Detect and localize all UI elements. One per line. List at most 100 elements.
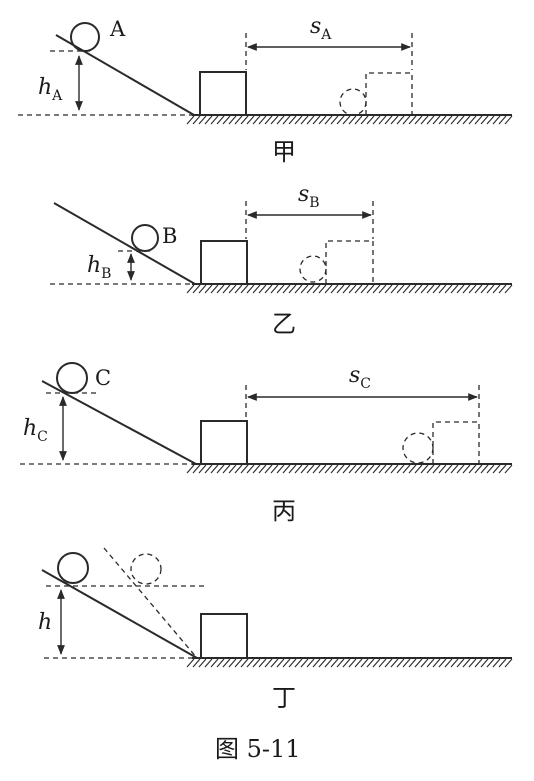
hatch-mark (402, 658, 411, 668)
hatch-mark (198, 284, 207, 294)
hatch-mark (432, 658, 441, 668)
block (200, 240, 248, 285)
hatch-mark (288, 115, 297, 125)
hatch-mark (270, 464, 279, 474)
hatch-mark (402, 115, 411, 125)
hatch-mark (480, 115, 489, 125)
hatch-mark (408, 658, 417, 668)
hatch-mark (318, 658, 327, 668)
hatch-mark (204, 284, 213, 294)
hatch-mark (486, 284, 495, 294)
distance-label-a: sA (310, 14, 332, 43)
hatch-mark (390, 115, 399, 125)
hatch-mark (216, 464, 225, 474)
hatch-mark (306, 284, 315, 294)
hatch-mark (366, 464, 375, 474)
hatch-mark (456, 115, 465, 125)
block (199, 71, 247, 116)
hatch-mark (372, 284, 381, 294)
hatch-mark (414, 284, 423, 294)
hatch-mark (234, 464, 243, 474)
hatch-mark (300, 658, 309, 668)
hatch-mark (210, 284, 219, 294)
hatch-mark (258, 115, 267, 125)
hatch-mark (318, 464, 327, 474)
hatch-mark (240, 284, 249, 294)
hatch-mark (360, 284, 369, 294)
hatch-mark (264, 464, 273, 474)
hatch-mark (438, 658, 447, 668)
hatch-mark (192, 464, 201, 474)
hatch-mark (504, 115, 513, 125)
hatch-mark (342, 464, 351, 474)
hatch-mark (336, 115, 345, 125)
hatch-mark (300, 464, 309, 474)
ground-hatching (186, 658, 513, 668)
ball-final-position (402, 432, 434, 464)
hatch-mark (342, 115, 351, 125)
hatch-mark (210, 115, 219, 125)
hatch-mark (414, 658, 423, 668)
hatch-mark (468, 658, 477, 668)
hatch-mark (432, 115, 441, 125)
hatch-mark (294, 115, 303, 125)
hatch-mark (480, 464, 489, 474)
hatch-mark (204, 658, 213, 668)
ball-c (56, 362, 88, 394)
hatch-mark (402, 464, 411, 474)
hatch-mark (462, 284, 471, 294)
hatch-mark (366, 284, 375, 294)
hatch-mark (192, 115, 201, 125)
hatch-mark (480, 658, 489, 668)
incline (41, 569, 198, 659)
hatch-mark (486, 658, 495, 668)
hatch-mark (474, 658, 483, 668)
hatch-mark (336, 284, 345, 294)
block (200, 420, 248, 465)
ball (57, 552, 89, 584)
block (200, 613, 248, 659)
hatch-mark (312, 658, 321, 668)
hatch-mark (456, 658, 465, 668)
hatch-mark (348, 464, 357, 474)
hatch-mark (324, 464, 333, 474)
hatch-mark (264, 284, 273, 294)
ground-hatching (186, 284, 513, 294)
hatch-mark (318, 115, 327, 125)
block-final-position (432, 421, 480, 464)
incline (55, 34, 195, 116)
hatch-mark (372, 658, 381, 668)
hatch-mark (192, 658, 201, 668)
hatch-mark (492, 658, 501, 668)
hatch-mark (300, 115, 309, 125)
hatch-mark (288, 464, 297, 474)
distance-label-c: sC (349, 363, 371, 392)
hatch-mark (498, 464, 507, 474)
hatch-mark (216, 115, 225, 125)
hatch-mark (444, 658, 453, 668)
panel-caption-bing: 丙 (272, 497, 296, 525)
hatch-mark (372, 115, 381, 125)
hatch-mark (276, 658, 285, 668)
hatch-mark (240, 115, 249, 125)
hatch-mark (366, 658, 375, 668)
hatch-mark (234, 115, 243, 125)
panel-caption-jia: 甲 (272, 138, 296, 166)
hatch-mark (264, 658, 273, 668)
hatch-mark (324, 658, 333, 668)
hatch-mark (282, 115, 291, 125)
hatch-mark (348, 658, 357, 668)
hatch-mark (414, 115, 423, 125)
hatch-mark (426, 115, 435, 125)
hatch-mark (198, 658, 207, 668)
ground-hatching (186, 464, 513, 474)
hatch-mark (390, 658, 399, 668)
hatch-mark (480, 284, 489, 294)
hatch-mark (408, 464, 417, 474)
hatch-mark (252, 284, 261, 294)
figure-caption: 图 5-11 (215, 735, 301, 763)
hatch-mark (198, 464, 207, 474)
hatch-mark (258, 284, 267, 294)
hatch-mark (432, 284, 441, 294)
